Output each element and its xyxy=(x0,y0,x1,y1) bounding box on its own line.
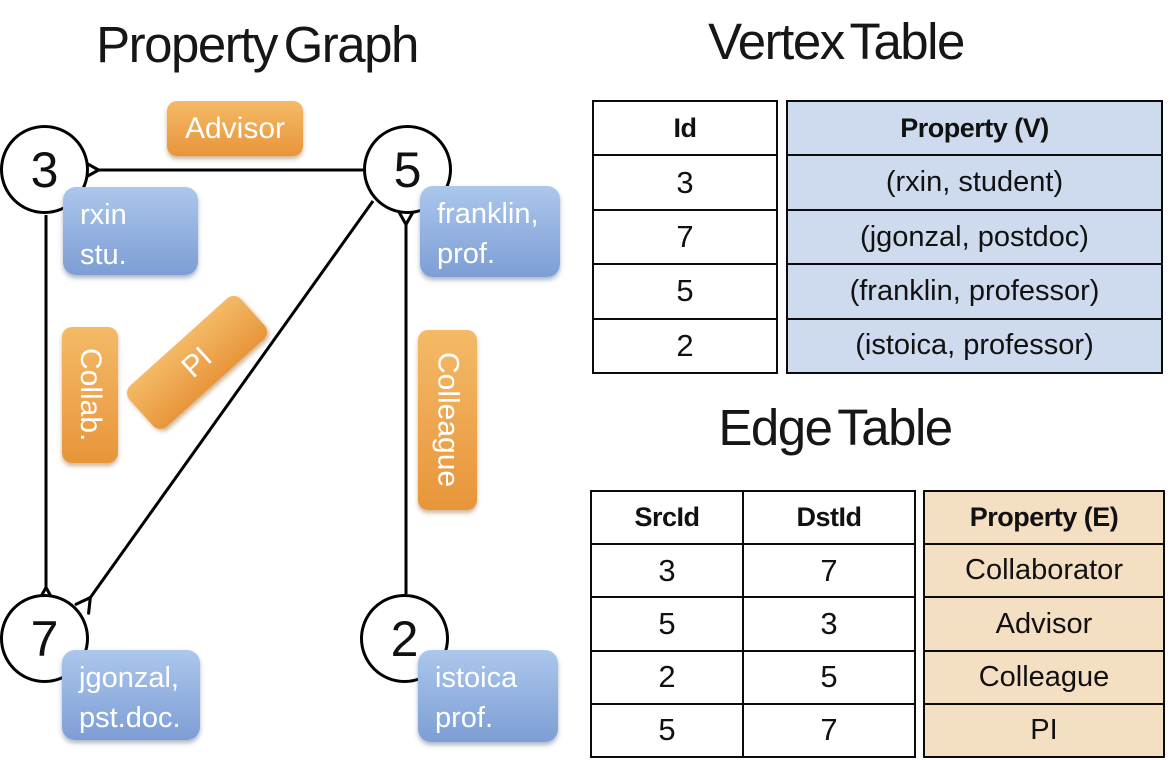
vertex-table-header-property: Property (V) xyxy=(900,112,1049,143)
edge-table-srcid-cell: 3 xyxy=(658,552,676,588)
vertex-table-property-column: Property (V) (rxin, student) (jgonzal, p… xyxy=(786,100,1163,374)
vertex-property-line: pst.doc. xyxy=(79,702,181,734)
vertex-property-line: prof. xyxy=(437,238,496,270)
vertex-table-id-cell: 3 xyxy=(594,154,776,208)
node-id-label: 3 xyxy=(30,141,59,198)
vertex-table-property-cell: (franklin, professor) xyxy=(788,263,1161,317)
graph-node-3: 3 xyxy=(0,125,89,214)
edge-table-header-property: Property (E) xyxy=(969,502,1119,533)
edge-label-advisor: Advisor xyxy=(167,101,303,156)
edge-table-id-row: 3 7 xyxy=(592,543,914,597)
edge-table-dstid-cell: 7 xyxy=(742,545,914,597)
property-graph-title: Property Graph xyxy=(96,16,419,73)
edge-label-collab: Collab. xyxy=(62,327,118,463)
vertex-table-id-cell: 5 xyxy=(594,263,776,317)
node-id-label: 2 xyxy=(390,610,419,667)
edge-table-srcid-cell: 2 xyxy=(658,659,676,695)
edge-table-header-dstid: DstId xyxy=(742,492,914,544)
vertex-table-property-cell: (jgonzal, postdoc) xyxy=(788,208,1161,263)
edge-table-id-row: 5 3 xyxy=(592,596,914,650)
vertex-property-box-franklin: franklin, prof. xyxy=(420,186,560,277)
edge-table-srcid-cell: 5 xyxy=(658,712,676,748)
edge-table-dstid-cell: 5 xyxy=(742,651,914,703)
edge-table-id-columns: SrcId DstId 3 7 5 3 2 5 5 7 xyxy=(590,490,916,758)
edge-table-property-cell: Colleague xyxy=(925,649,1163,703)
node-id-label: 5 xyxy=(393,141,422,198)
vertex-property-line: jgonzal, xyxy=(79,662,179,694)
vertex-property-line: franklin, xyxy=(437,198,539,230)
edge-table-property-cell: Collaborator xyxy=(925,543,1163,596)
edge-table-srcid-cell: 5 xyxy=(658,606,676,641)
vertex-table-header-id: Id xyxy=(673,112,698,143)
edge-table-id-row: 5 7 xyxy=(592,702,914,757)
vertex-property-box-jgonzal: jgonzal, pst.doc. xyxy=(62,650,200,740)
edge-table-title: Edge Table xyxy=(718,399,953,456)
vertex-property-box-istoica: istoica prof. xyxy=(418,650,558,742)
vertex-table-title: Vertex Table xyxy=(708,13,965,70)
vertex-property-line: rxin xyxy=(80,199,127,231)
vertex-property-line: stu. xyxy=(80,239,127,271)
vertex-table-property-cell: (rxin, student) xyxy=(788,154,1161,208)
edge-table-id-row: 2 5 xyxy=(592,649,914,703)
vertex-property-line: prof. xyxy=(435,702,494,734)
edge-arrow-5-to-7 xyxy=(74,200,375,615)
edge-table-header-srcid: SrcId xyxy=(634,502,700,533)
edge-label-colleague: Colleague xyxy=(418,330,477,510)
edge-table-dstid-cell: 3 xyxy=(742,598,914,650)
edge-table-dstid-cell: 7 xyxy=(742,704,914,757)
node-id-label: 7 xyxy=(30,610,59,667)
vertex-property-box-rxin: rxin stu. xyxy=(63,187,198,275)
vertex-table-id-cell: 7 xyxy=(594,208,776,263)
vertex-table-property-cell: (istoica, professor) xyxy=(788,317,1161,372)
vertex-table-id-cell: 2 xyxy=(594,317,776,372)
vertex-table-id-column: Id 3 7 5 2 xyxy=(592,100,778,374)
edge-table-property-cell: PI xyxy=(925,702,1163,756)
vertex-property-line: istoica xyxy=(435,662,518,694)
edge-table-property-column: Property (E) Collaborator Advisor Collea… xyxy=(923,490,1165,758)
edge-table-header-row: SrcId DstId xyxy=(592,492,914,544)
edge-table-property-cell: Advisor xyxy=(925,596,1163,649)
